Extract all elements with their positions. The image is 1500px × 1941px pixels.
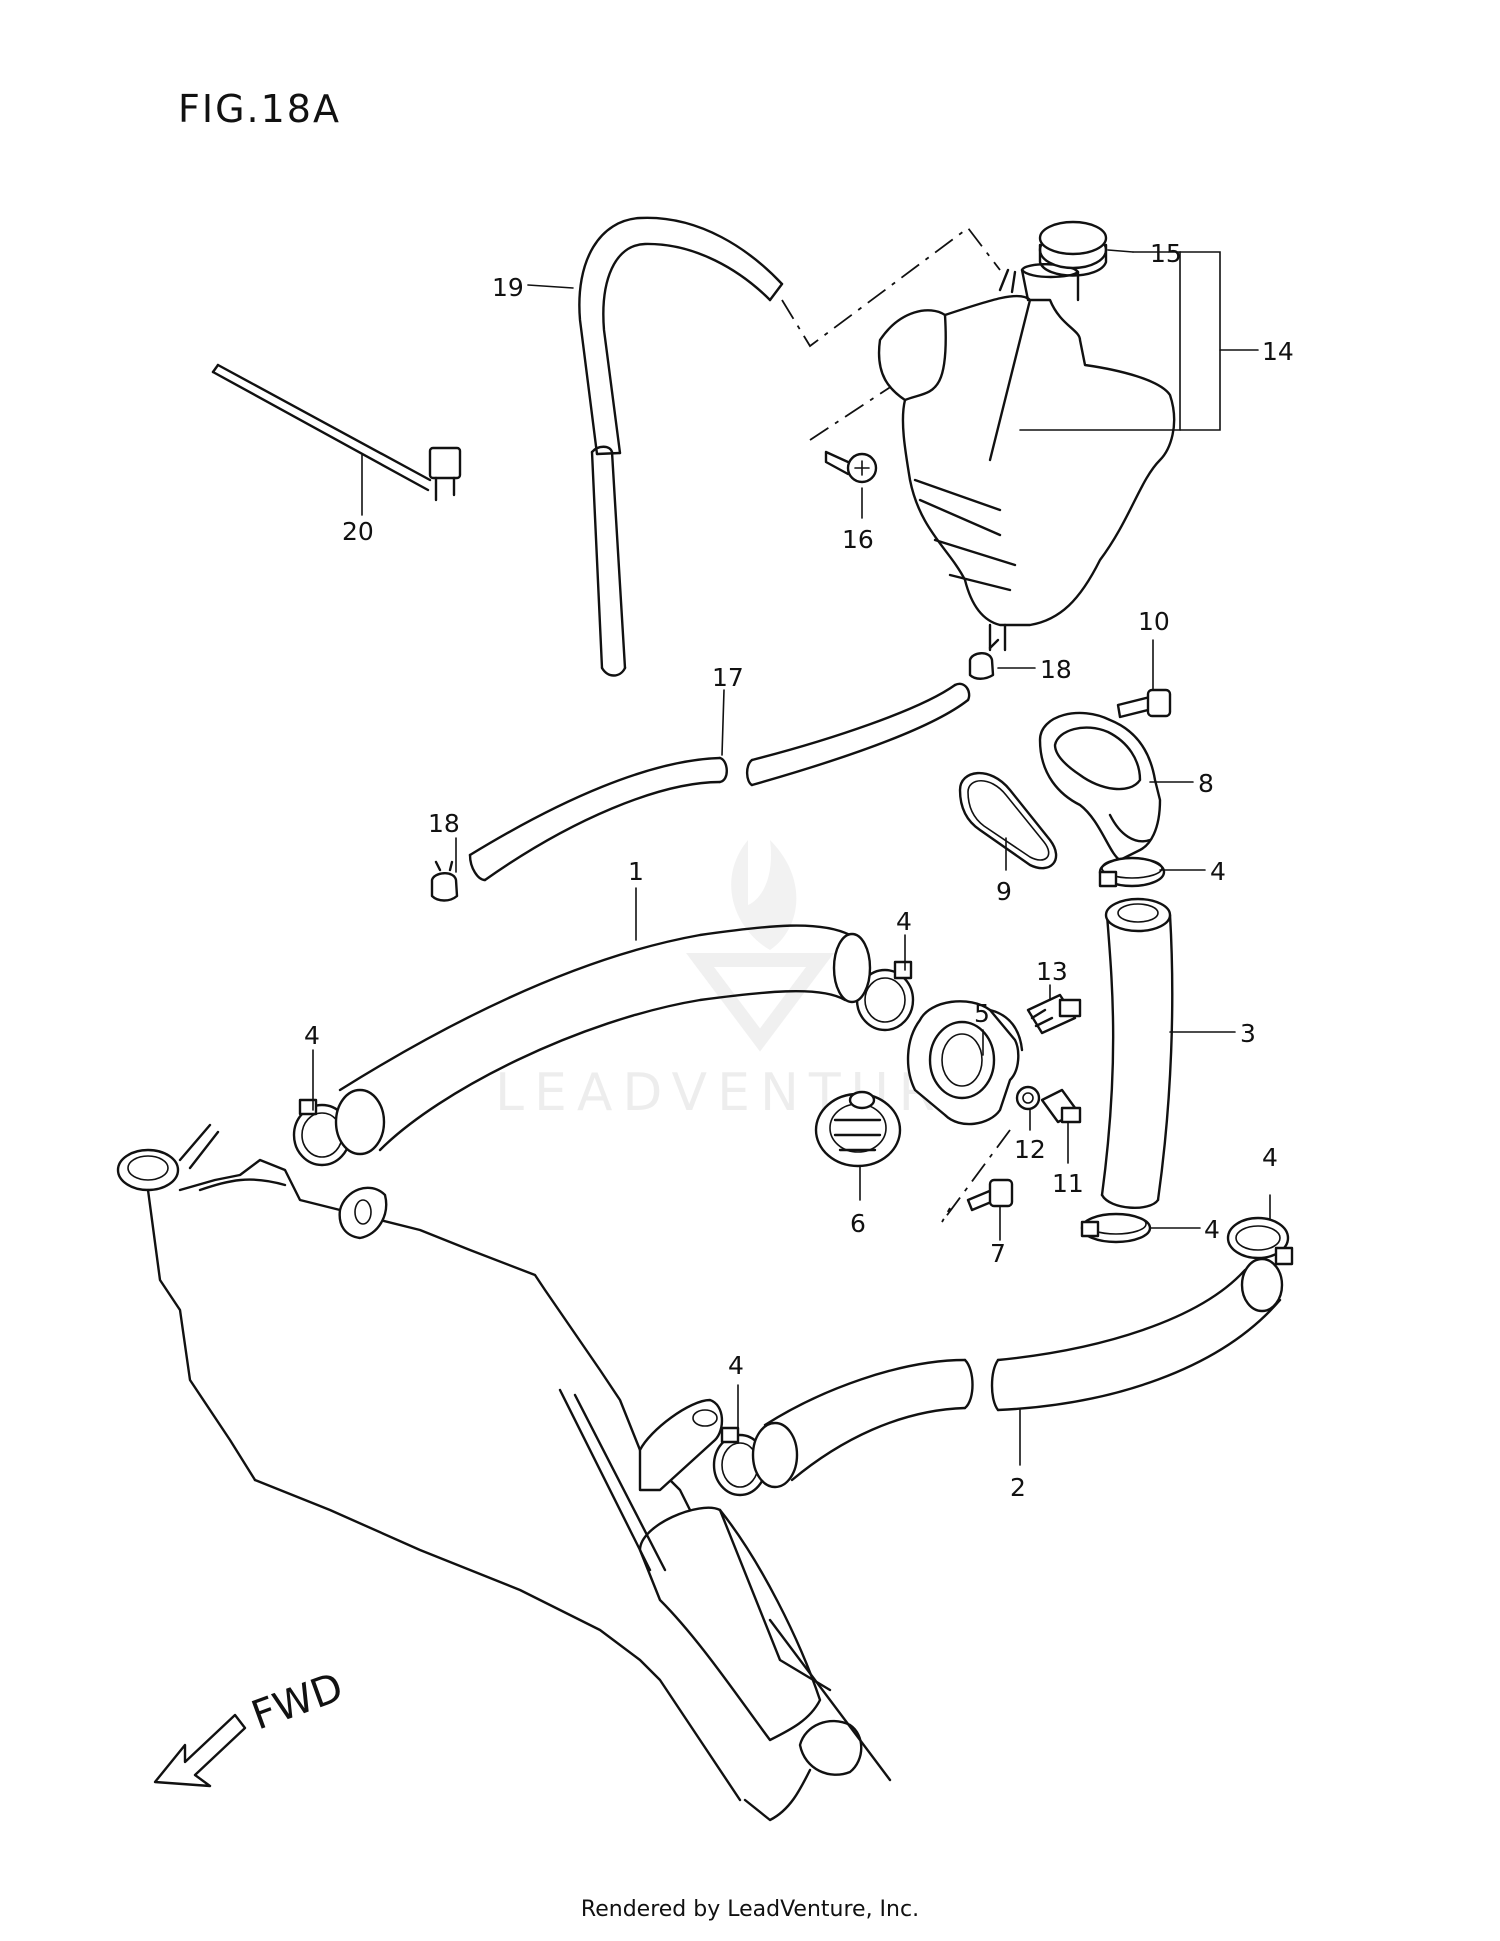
part-20-cable-tie	[211, 363, 462, 502]
watermark-text: LEADVENTURE	[495, 1063, 988, 1123]
part-16-bolt	[824, 450, 878, 484]
radiator	[116, 1123, 892, 1822]
callout-20: 20	[342, 517, 374, 546]
callout-7: 7	[990, 1239, 1006, 1268]
callout-4-lower-right: 4	[1204, 1215, 1220, 1244]
part-13-temp-sensor	[1026, 993, 1082, 1035]
footer-credit: Rendered by LeadVenture, Inc.	[580, 1897, 920, 1922]
callout-4-center: 4	[896, 907, 912, 936]
part-17-overflow-hose	[468, 682, 971, 882]
callout-19: 19	[492, 273, 524, 302]
leader-16-to-14	[809, 381, 899, 441]
part-9-gasket	[958, 771, 1058, 870]
callout-6: 6	[850, 1209, 866, 1238]
part-12-washer	[1015, 1085, 1041, 1111]
part-4-clamp-far-right	[1226, 1216, 1294, 1266]
callout-1: 1	[628, 857, 644, 886]
part-19-breather-hose	[578, 216, 784, 677]
watermark: LEADVENTURE	[495, 840, 988, 1123]
callout-3: 3	[1240, 1019, 1256, 1048]
callout-4-left: 4	[304, 1021, 320, 1050]
forward-direction-arrow: FWD	[153, 1664, 349, 1788]
callout-11: 11	[1052, 1169, 1084, 1198]
part-3-hose	[1100, 897, 1174, 1209]
callout-10: 10	[1138, 607, 1170, 636]
callout-8: 8	[1198, 769, 1214, 798]
part-2-radiator-hose-lower	[751, 1257, 1284, 1489]
callout-16: 16	[842, 525, 874, 554]
fwd-label: FWD	[246, 1664, 349, 1739]
part-1-radiator-hose-upper	[334, 924, 872, 1156]
callout-13: 13	[1036, 957, 1068, 986]
part-10-bolt	[1116, 688, 1172, 719]
leader-lines	[312, 249, 1271, 1466]
part-4-clamp-upper-right	[1098, 856, 1166, 888]
callout-12: 12	[1014, 1135, 1046, 1164]
part-14-reservoir-tank	[877, 263, 1176, 652]
callout-18-upper: 18	[1040, 655, 1072, 684]
callouts: 15 14 19 20 16 18 17 18 10 8 4 9 1 4 5 1…	[304, 239, 1294, 1502]
callout-17: 17	[712, 663, 744, 692]
callout-14: 14	[1262, 337, 1294, 366]
callout-18-lower: 18	[428, 809, 460, 838]
part-12-washer-hole	[1022, 1092, 1034, 1104]
part-8-thermostat-cover	[1038, 711, 1162, 862]
part-18-clip-lower	[430, 860, 459, 902]
part-4-clamp-lower-right	[1080, 1212, 1152, 1244]
part-5-thermostat-housing	[906, 1000, 1024, 1126]
callout-4-bottom: 4	[728, 1351, 744, 1380]
part-15-reservoir-cap	[1038, 220, 1108, 277]
part-6-thermostat	[814, 1090, 902, 1168]
callout-2: 2	[1010, 1473, 1026, 1502]
part-7-bolt	[941, 1129, 1014, 1223]
part-11-switch	[1040, 1088, 1082, 1124]
part-18-clip-upper	[968, 638, 1000, 680]
callout-4-far-right: 4	[1262, 1143, 1278, 1172]
callout-15: 15	[1150, 239, 1182, 268]
callout-5: 5	[974, 999, 990, 1028]
callout-9: 9	[996, 877, 1012, 906]
callout-4-upper-right: 4	[1210, 857, 1226, 886]
figure-title: FIG.18A	[178, 87, 341, 131]
